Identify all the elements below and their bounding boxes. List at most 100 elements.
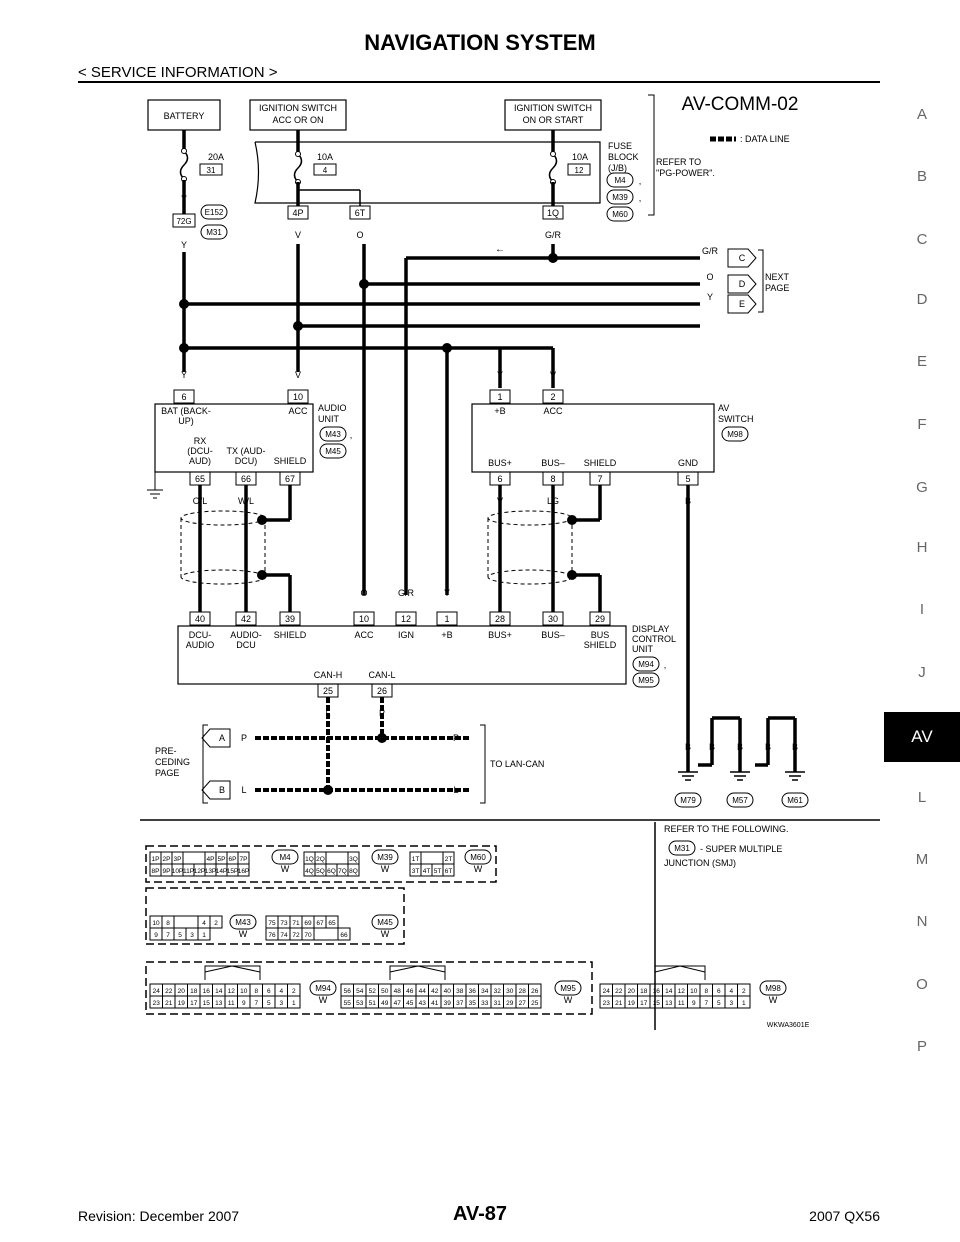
dcu-label-1-0: +B — [441, 630, 452, 640]
av-wire-y: Y — [497, 370, 503, 380]
lock-tab — [654, 965, 706, 980]
conn-ground-0 — [674, 792, 702, 808]
conn-m4-label: M4 — [614, 176, 626, 185]
legend-label: : DATA LINE — [740, 134, 790, 144]
audio-pin-67-label: 67 — [285, 474, 295, 484]
ground-wire-color-2: B — [737, 742, 743, 752]
fuse-4 — [293, 153, 303, 183]
grid-m4-cell — [182, 851, 206, 865]
side-index-b[interactable]: B — [916, 168, 927, 185]
grid-m45-pin: 75 — [268, 920, 276, 927]
grid-m98-pin: 1 — [742, 1000, 746, 1007]
grid-m39-pin: 2Q — [316, 856, 325, 863]
lock-tab — [389, 965, 446, 980]
face-m60 — [464, 849, 492, 865]
diagram-code: AV-COMM-02 — [682, 94, 799, 115]
grid-m95-pin: 28 — [519, 988, 527, 995]
dcu-box — [177, 625, 627, 685]
grid-m95-pin: 31 — [494, 1000, 502, 1007]
conn-1q-label: 1Q — [547, 208, 559, 218]
grid-m98-pin: 17 — [640, 1000, 648, 1007]
shield-ellipse — [180, 510, 266, 526]
can-pin-26-label: 26 — [377, 686, 387, 696]
ground-wire-color-1: B — [709, 742, 715, 752]
preceding-connector-B — [201, 780, 231, 800]
battery-label: BATTERY — [164, 111, 205, 121]
dcu-label-30-0: BUS– — [541, 630, 565, 640]
next-wire-color-1: O — [706, 272, 713, 282]
fuse-block-outline — [254, 141, 601, 204]
side-index-o[interactable]: O — [916, 976, 928, 993]
grid-m4-pin: 1P — [152, 856, 160, 863]
conn-m4 — [606, 172, 634, 188]
grid-m94-pin: 5 — [267, 1000, 271, 1007]
conn-m98 — [721, 426, 749, 442]
av-6-label: BUS+ — [488, 458, 512, 468]
conn-m45 — [319, 443, 347, 459]
dcu-pin-30-label: 30 — [548, 614, 558, 624]
face-m94 — [309, 980, 337, 996]
side-index-a[interactable]: A — [916, 106, 927, 123]
side-index-m[interactable]: M — [915, 851, 929, 868]
side-index-d[interactable]: D — [916, 291, 928, 308]
grid-m95-cell — [528, 995, 542, 1009]
side-index-e[interactable]: E — [916, 353, 927, 370]
fuse-4-box — [313, 163, 337, 176]
dcu-pin-12-label: 12 — [401, 614, 411, 624]
side-index-h[interactable]: H — [916, 539, 928, 556]
comma: , — [639, 176, 642, 186]
dcu-label-29-1: SHIELD — [584, 640, 617, 650]
grid-m95-pin: 52 — [369, 988, 377, 995]
section-subtitle: < SERVICE INFORMATION > — [78, 64, 278, 81]
next-page-connector-2 — [727, 294, 757, 314]
grid-m94-pin: 21 — [165, 1000, 173, 1007]
grid-m95-pin: 36 — [469, 988, 477, 995]
grid-m98-pin: 18 — [640, 988, 648, 995]
can-pin-25-label: 25 — [323, 686, 333, 696]
fuse-terminal — [295, 151, 301, 157]
dcu-pin-40-label: 40 — [195, 614, 205, 624]
side-index-l[interactable]: L — [917, 789, 927, 806]
grid-m39-pin: 8Q — [349, 868, 358, 875]
conn-6t — [349, 205, 371, 220]
audio-pin-65-label: 65 — [195, 474, 205, 484]
side-index-j[interactable]: J — [918, 664, 926, 681]
conn-6t-label: 6T — [355, 208, 366, 218]
conn-m31 — [200, 224, 228, 240]
grid-m98-pin: 20 — [628, 988, 636, 995]
dcu-label-29-0: BUS — [591, 630, 610, 640]
grid-m95-pin: 35 — [469, 1000, 477, 1007]
conn-m94 — [632, 656, 660, 672]
grid-m95-pin: 51 — [369, 1000, 377, 1007]
preceding-bracket — [202, 724, 208, 804]
refer-smj-l1: REFER TO THE FOLLOWING. — [664, 824, 789, 834]
grid-m4-pin: 7P — [240, 856, 248, 863]
face-m95 — [554, 980, 582, 996]
dcu-label-10-0: ACC — [354, 630, 374, 640]
grid-m39-cell — [325, 851, 349, 865]
grid-m98-pin: 12 — [678, 988, 686, 995]
splice-y — [179, 299, 189, 309]
grid-m98-pin: 13 — [665, 1000, 673, 1007]
side-index-n[interactable]: N — [916, 913, 928, 930]
side-index-i[interactable]: I — [919, 601, 925, 618]
fuse-12-amp: 10A — [572, 152, 588, 162]
grid-m98-pin: 3 — [729, 1000, 733, 1007]
side-index-av[interactable]: AV — [884, 712, 960, 762]
preceding-connector-A — [201, 728, 231, 748]
side-index-p[interactable]: P — [916, 1038, 927, 1055]
side-index-c[interactable]: C — [916, 231, 928, 248]
side-index-f[interactable]: F — [917, 416, 927, 433]
side-index-g[interactable]: G — [916, 479, 928, 496]
conn-m31-ref-label: M31 — [674, 844, 690, 853]
audio-wire-v: V — [295, 370, 301, 380]
conn-72g-box — [172, 213, 196, 228]
dcu-pin-1 — [436, 611, 458, 626]
bracket — [648, 94, 655, 216]
face-m39-color: W — [381, 864, 390, 874]
audio-unit-name-l2: UNIT — [318, 414, 339, 424]
next-wire-color-0: G/R — [702, 246, 719, 256]
dcu-label-28-0: BUS+ — [488, 630, 512, 640]
header-rule — [78, 81, 880, 83]
